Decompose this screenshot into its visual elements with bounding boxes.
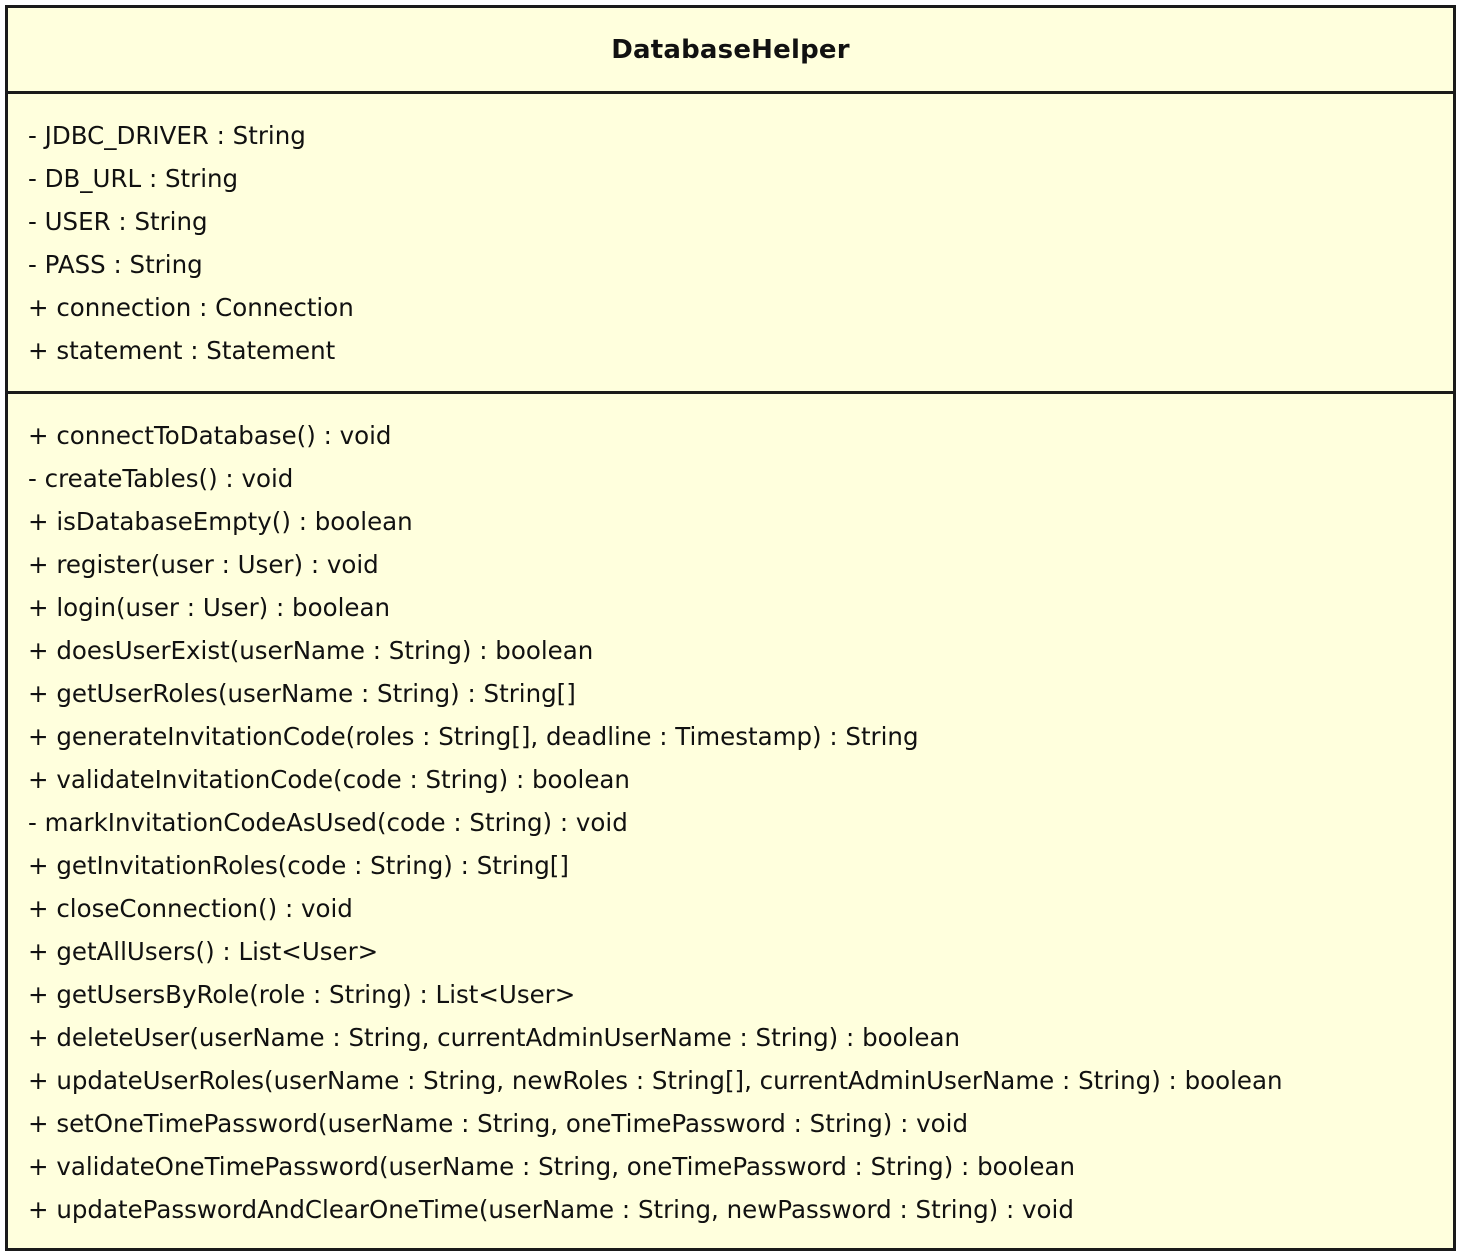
method-item: + validateOneTimePassword(userName : Str… bbox=[28, 1152, 1076, 1181]
method-item: + getUserRoles(userName : String) : Stri… bbox=[28, 679, 576, 708]
method-item: + getAllUsers() : List<User> bbox=[28, 937, 379, 966]
method-item: - createTables() : void bbox=[28, 464, 294, 493]
method-item: + connectToDatabase() : void bbox=[28, 421, 392, 450]
method-item: + register(user : User) : void bbox=[28, 550, 379, 579]
attributes-compartment: - JDBC_DRIVER : String - DB_URL : String… bbox=[8, 94, 1453, 394]
attribute-item: - PASS : String bbox=[28, 250, 203, 279]
method-item: + updatePasswordAndClearOneTime(userName… bbox=[28, 1195, 1074, 1224]
method-item: + setOneTimePassword(userName : String, … bbox=[28, 1109, 969, 1138]
method-item: + generateInvitationCode(roles : String[… bbox=[28, 722, 919, 751]
class-header: DatabaseHelper bbox=[8, 8, 1453, 94]
method-item: + validateInvitationCode(code : String) … bbox=[28, 765, 630, 794]
class-name: DatabaseHelper bbox=[611, 34, 850, 65]
method-item: - markInvitationCodeAsUsed(code : String… bbox=[28, 808, 628, 837]
method-item: + isDatabaseEmpty() : boolean bbox=[28, 507, 413, 536]
uml-class-box: DatabaseHelper - JDBC_DRIVER : String - … bbox=[5, 5, 1456, 1251]
attribute-item: - DB_URL : String bbox=[28, 164, 239, 193]
attribute-item: - JDBC_DRIVER : String bbox=[28, 121, 306, 150]
attribute-item: - USER : String bbox=[28, 207, 208, 236]
method-item: + updateUserRoles(userName : String, new… bbox=[28, 1066, 1283, 1095]
method-item: + getInvitationRoles(code : String) : St… bbox=[28, 851, 569, 880]
method-item: + login(user : User) : boolean bbox=[28, 593, 391, 622]
method-item: + closeConnection() : void bbox=[28, 894, 353, 923]
methods-compartment: + connectToDatabase() : void - createTab… bbox=[8, 394, 1453, 1231]
method-item: + doesUserExist(userName : String) : boo… bbox=[28, 636, 594, 665]
attribute-item: + statement : Statement bbox=[28, 336, 336, 365]
attribute-item: + connection : Connection bbox=[28, 293, 354, 322]
method-item: + deleteUser(userName : String, currentA… bbox=[28, 1023, 961, 1052]
method-item: + getUsersByRole(role : String) : List<U… bbox=[28, 980, 576, 1009]
